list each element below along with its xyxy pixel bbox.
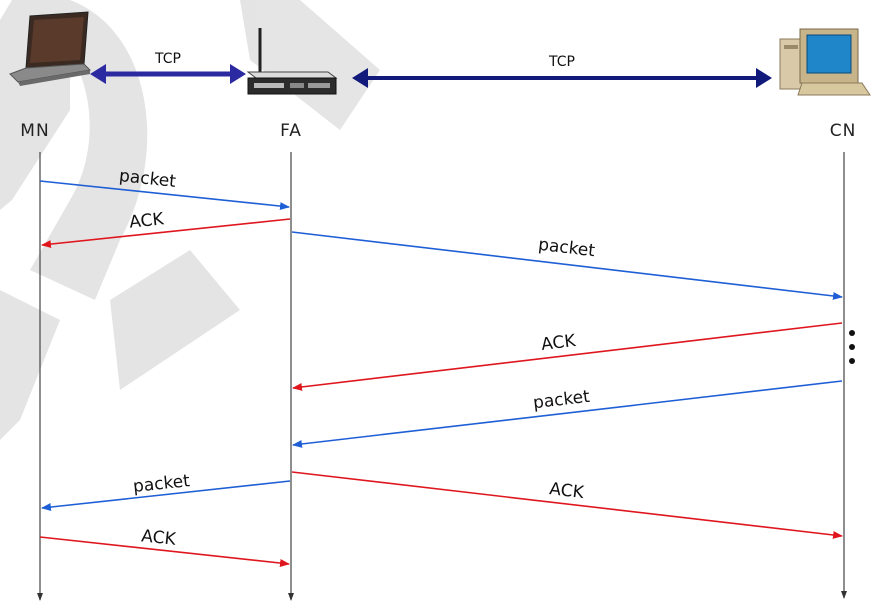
message-label: ACK — [128, 209, 165, 233]
message-arrow — [291, 231, 843, 300]
message-arrow — [41, 218, 291, 249]
message-arrow — [292, 322, 843, 391]
message-arrow — [39, 180, 290, 211]
node-label-cn: CN — [830, 121, 857, 141]
desktop-computer-icon — [779, 28, 871, 96]
message-label: ACK — [140, 526, 177, 550]
ellipsis-dots — [849, 330, 855, 364]
message-arrow — [41, 480, 291, 512]
tcp-label-mn-fa: TCP — [154, 51, 181, 67]
tcp-link-mn-fa — [90, 64, 246, 84]
router-icon — [246, 28, 338, 95]
message-label: ACK — [540, 331, 577, 355]
tcp-label-fa-cn: TCP — [548, 54, 575, 70]
message-label: packet — [537, 235, 596, 262]
tcp-link-fa-cn — [352, 68, 772, 88]
node-label-mn: MN — [20, 121, 49, 141]
message-arrow — [291, 471, 843, 539]
message-label: packet — [532, 387, 591, 414]
message-arrow — [292, 380, 843, 448]
node-label-fa: FA — [280, 121, 302, 141]
message-label: ACK — [548, 479, 585, 503]
message-arrow — [39, 536, 290, 568]
laptop-icon — [9, 11, 92, 86]
